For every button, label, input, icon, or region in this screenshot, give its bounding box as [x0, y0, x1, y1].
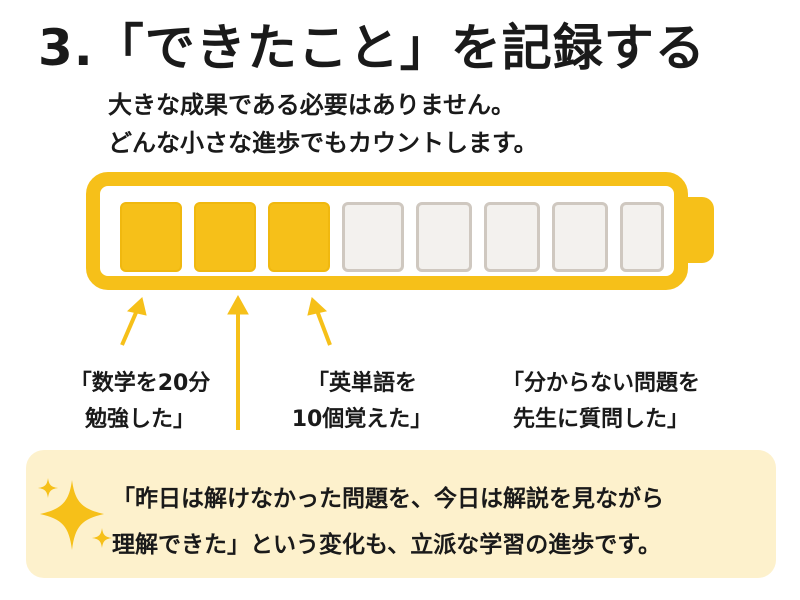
- page-title: 3.「できたこと」を記録する: [38, 19, 706, 77]
- example-1-line-2: 勉強した」: [84, 407, 195, 432]
- example-2-line-2: 10個覚えた」: [291, 407, 433, 432]
- example-2-line-1: 「英単語を: [306, 371, 417, 396]
- battery-cell-empty: [620, 202, 664, 272]
- battery-cell-empty: [342, 202, 404, 272]
- subtitle-line-2: どんな小さな進歩でもカウントします。: [108, 129, 538, 157]
- battery-tip: [686, 197, 714, 263]
- arrow-1-head: [126, 297, 147, 316]
- battery-cell-filled: [120, 202, 182, 272]
- arrow-3-head: [307, 297, 328, 316]
- example-1-line-1: 「数学を20分: [69, 371, 211, 396]
- arrow-2-head: [227, 294, 249, 315]
- battery-cell-empty: [416, 202, 472, 272]
- battery-cell-empty: [552, 202, 608, 272]
- example-3-line-2: 先生に質問した」: [512, 407, 689, 432]
- battery-cell-filled: [194, 202, 256, 272]
- example-ask-teacher: 「分からない問題を 先生に質問した」: [474, 366, 728, 438]
- note-box: [26, 450, 776, 578]
- example-vocabulary: 「英単語を 10個覚えた」: [262, 366, 462, 438]
- note-line-2: 理解できた」という変化も、立派な学習の進歩です。: [112, 532, 662, 558]
- arrow-1: [120, 307, 140, 346]
- arrow-3: [314, 307, 332, 346]
- subtitle: 大きな成果である必要はありません。 どんな小さな進歩でもカウントします。: [108, 86, 538, 162]
- note-line-1: 「昨日は解けなかった問題を、今日は解説を見ながら: [112, 486, 664, 512]
- subtitle-line-1: 大きな成果である必要はありません。: [108, 91, 516, 119]
- battery-cell-empty: [484, 202, 540, 272]
- example-study-math: 「数学を20分 勉強した」: [40, 366, 240, 438]
- progress-battery: [86, 172, 688, 290]
- sparkle-icon: [38, 478, 112, 550]
- example-3-line-1: 「分からない問題を: [501, 371, 700, 396]
- note-text: 「昨日は解けなかった問題を、今日は解説を見ながら 理解できた」という変化も、立派…: [112, 476, 664, 568]
- battery-cells: [120, 202, 664, 272]
- battery-cell-filled: [268, 202, 330, 272]
